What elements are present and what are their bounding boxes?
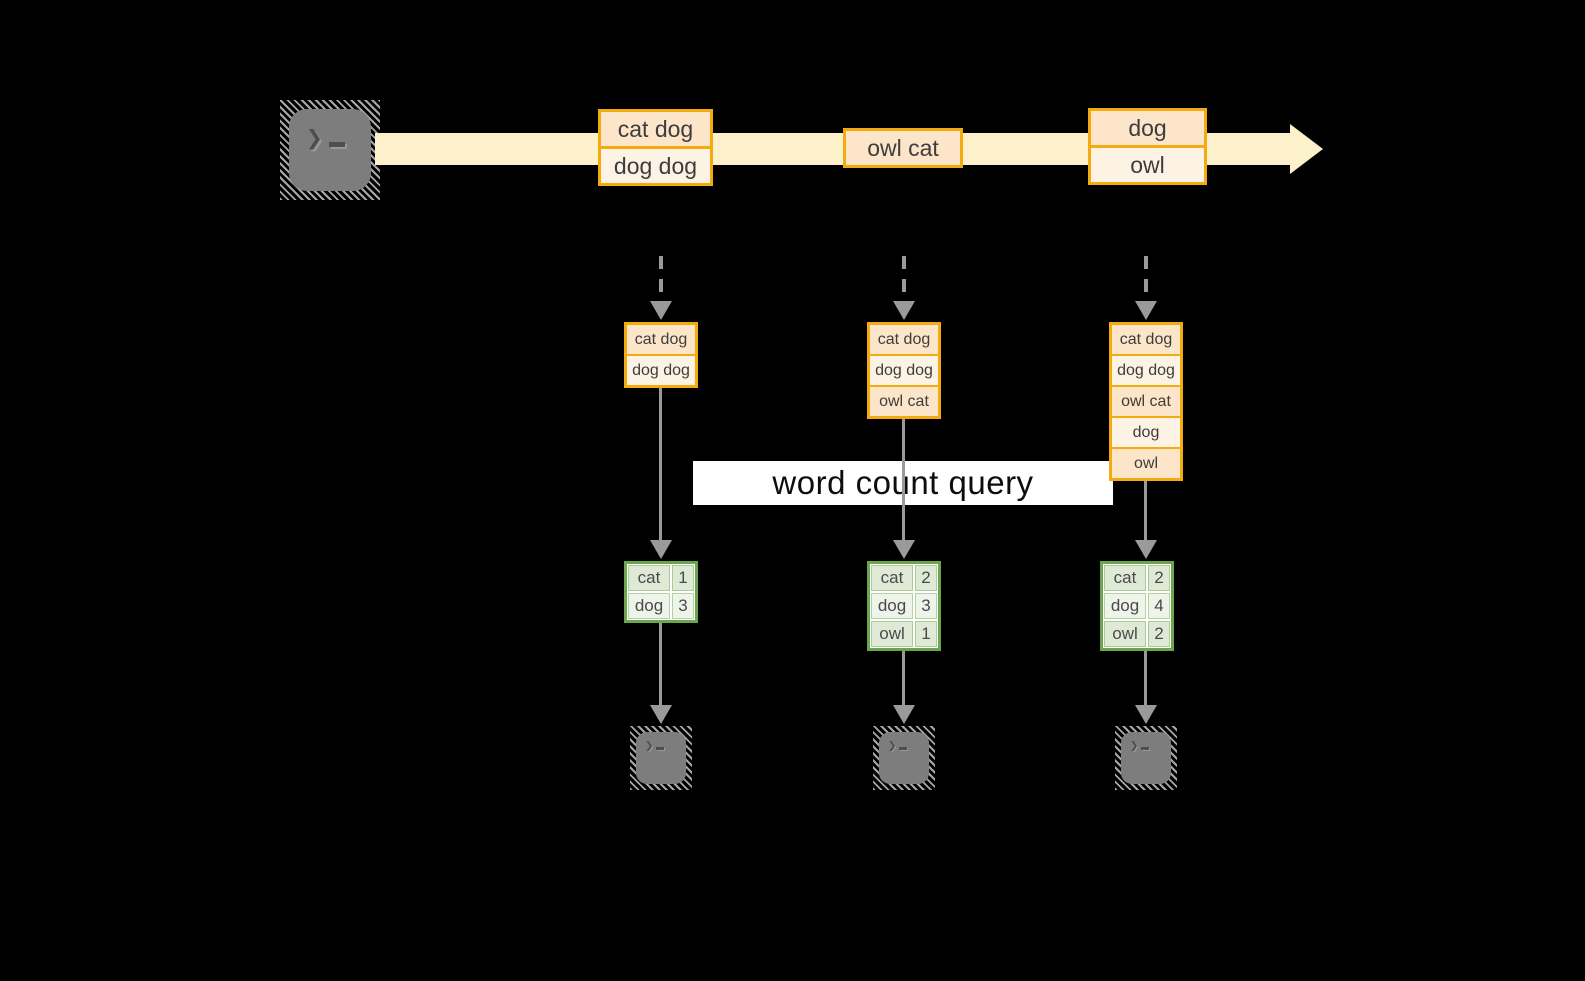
ingest-arrowhead-icon-2 [893, 301, 915, 320]
sink-terminal-3: ❯ [1115, 726, 1177, 790]
terminal-window: ❯ [879, 732, 929, 784]
stream-arrowhead-icon [1290, 124, 1323, 174]
count-value-cell: 3 [915, 593, 937, 619]
word-label-cell: dog [1104, 593, 1146, 619]
terminal-window: ❯ [289, 109, 371, 191]
sink-arrowhead-icon-3 [1135, 705, 1157, 724]
word-label-cell: dog [628, 593, 670, 619]
sink-terminal-1: ❯ [630, 726, 692, 790]
ingest-dashed-arrow-3 [1144, 256, 1148, 299]
sink-terminal-2: ❯ [873, 726, 935, 790]
sink-arrowhead-icon-2 [893, 705, 915, 724]
record-row: dog dog [1112, 354, 1180, 385]
ingest-arrowhead-icon-3 [1135, 301, 1157, 320]
record-row: cat dog [601, 112, 710, 146]
stream-event-box-2: owl cat [843, 128, 963, 168]
record-row: owl cat [870, 385, 938, 416]
count-value-cell: 2 [1148, 565, 1170, 591]
sink-arrow-2 [902, 651, 905, 705]
sink-arrow-1 [659, 623, 662, 705]
sink-arrowhead-icon-1 [650, 705, 672, 724]
count-value-cell: 2 [1148, 621, 1170, 647]
record-row: dog [1091, 111, 1204, 145]
query-arrowhead-icon-3 [1135, 540, 1157, 559]
ingest-dashed-arrow-1 [659, 256, 663, 299]
query-arrowhead-icon-2 [893, 540, 915, 559]
word-label-cell: cat [871, 565, 913, 591]
record-row: dog dog [627, 354, 695, 385]
word-label-cell: cat [1104, 565, 1146, 591]
word-label-cell: owl [1104, 621, 1146, 647]
terminal-prompt-icon: ❯ [1130, 738, 1150, 754]
record-row: dog dog [870, 354, 938, 385]
count-value-cell: 4 [1148, 593, 1170, 619]
query-arrow-3 [1144, 481, 1147, 540]
count-value-cell: 3 [672, 593, 694, 619]
ingest-arrowhead-icon-1 [650, 301, 672, 320]
sink-arrow-3 [1144, 651, 1147, 705]
word-label-cell: owl [871, 621, 913, 647]
word-label-cell: dog [871, 593, 913, 619]
record-row: owl cat [846, 131, 960, 165]
count-value-cell: 2 [915, 565, 937, 591]
ingest-dashed-arrow-2 [902, 256, 906, 299]
query-arrowhead-icon-1 [650, 540, 672, 559]
record-row: owl [1091, 145, 1204, 182]
record-row: owl cat [1112, 385, 1180, 416]
terminal-window: ❯ [1121, 732, 1171, 784]
record-row: owl [1112, 447, 1180, 478]
record-row: cat dog [870, 325, 938, 354]
word-label-cell: cat [628, 565, 670, 591]
stream-source-terminal: ❯ [280, 100, 380, 200]
terminal-window: ❯ [636, 732, 686, 784]
count-value-cell: 1 [915, 621, 937, 647]
query-arrow-1 [659, 388, 662, 540]
record-row: cat dog [627, 325, 695, 354]
record-row: cat dog [1112, 325, 1180, 354]
terminal-prompt-icon: ❯ [645, 738, 665, 754]
record-row: dog dog [601, 146, 710, 183]
terminal-prompt-icon: ❯ [306, 121, 345, 154]
query-arrow-2 [902, 419, 905, 540]
record-row: dog [1112, 416, 1180, 447]
count-value-cell: 1 [672, 565, 694, 591]
terminal-prompt-icon: ❯ [888, 738, 908, 754]
